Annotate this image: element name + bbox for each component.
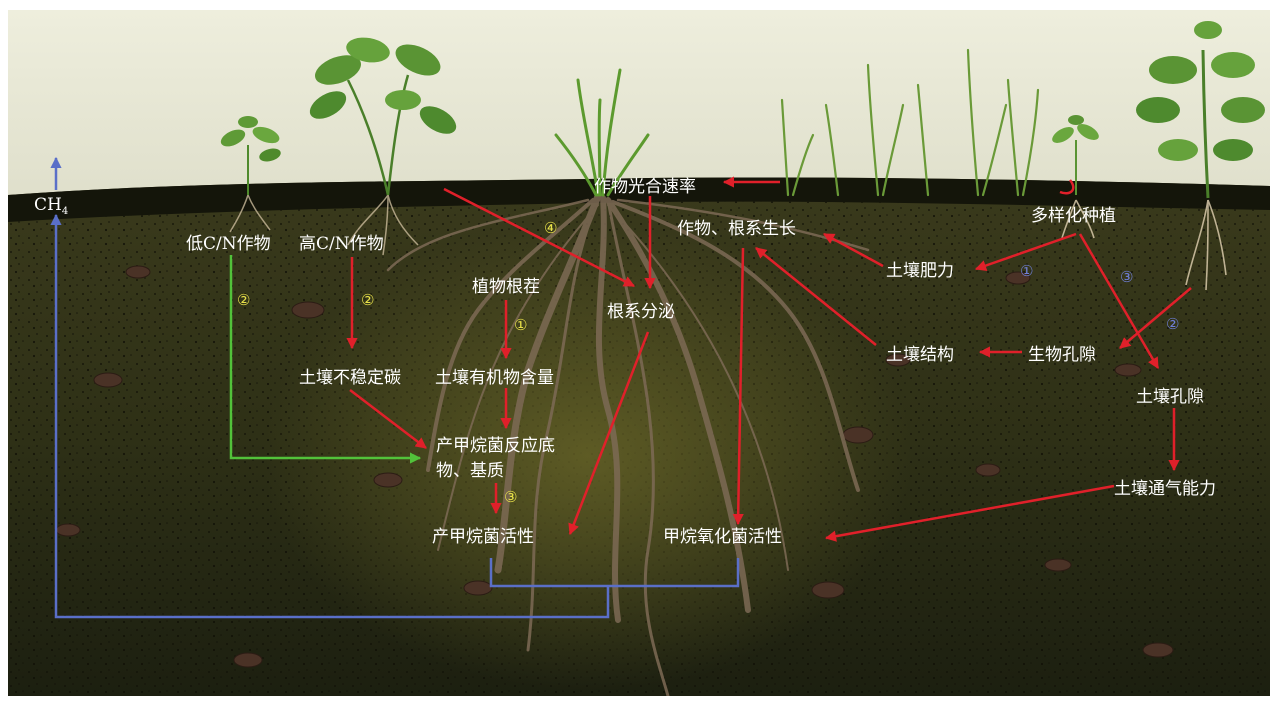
grass-clump (554, 68, 650, 197)
diversified-crop-plant (1052, 115, 1099, 195)
ch4-label: CH4 (34, 195, 68, 217)
soil-structure-label: 土壤结构 (886, 344, 954, 365)
diversified-planting-label: 多样化种植 (1031, 206, 1116, 226)
arrow-diversified-fertility (974, 232, 1077, 271)
step-marker-1-rhizome: ① (514, 316, 527, 334)
arrow-aeration-methanotroph (824, 484, 1115, 542)
left-plant-roots (229, 194, 419, 256)
methanogen-activity-label: 产甲烷菌活性 (432, 527, 534, 547)
arrow-diversified-curl (1059, 179, 1075, 195)
organic-matter-label: 土壤有机物含量 (435, 367, 554, 388)
arrow-unstable-substrate (349, 389, 427, 449)
low-cn-crop-plant (220, 116, 281, 195)
legume-plant (1136, 21, 1265, 199)
step-marker-4-exudate: ④ (544, 219, 557, 237)
low-cn-arrow (229, 255, 422, 464)
soil-fertility-label: 土壤肥力 (886, 260, 954, 281)
rhizome-label: 植物根茬 (472, 277, 540, 297)
soil-pore-label: 土壤孔隙 (1136, 386, 1204, 407)
low-cn-crop-label: 低C/N作物 (186, 234, 271, 254)
soil-methane-diagram: CH4 低C/N作物 高C/N作物 作物光合速率 作物、根系生长 多样化种植 植… (8, 10, 1270, 696)
ch4-feedback-path (50, 156, 740, 619)
arrow-exudate-methanogen (568, 331, 650, 536)
root-exudate-label: 根系分泌 (607, 302, 675, 322)
methanotroph-activity-label: 甲烷氧化菌活性 (663, 527, 782, 547)
arrow-structure-growth (755, 247, 877, 346)
arrow-fertility-growth (823, 232, 884, 268)
arrow-growth-methanotroph (732, 247, 745, 526)
seedlings-row (780, 48, 1040, 197)
step-marker-2-high: ② (361, 291, 374, 309)
step-marker-1-fertility: ① (1020, 262, 1033, 280)
arrow-plant-biopore (1119, 287, 1192, 349)
substrate-label-line2: 物、基质 (436, 461, 504, 481)
step-marker-2-low: ② (237, 291, 250, 309)
bio-pore-label: 生物孔隙 (1028, 345, 1096, 365)
right-plant-roots (1061, 199, 1227, 291)
central-root-system (386, 192, 870, 696)
root-zone-glow (228, 170, 948, 690)
high-cn-crop-plant (309, 37, 457, 196)
substrate-label-line1: 产甲烷菌反应底 (436, 436, 555, 456)
arrow-plant-exudate (443, 187, 636, 288)
crop-root-growth-label: 作物、根系生长 (677, 219, 796, 239)
step-marker-2-biopore: ② (1166, 315, 1179, 333)
photosynthesis-label: 作物光合速率 (594, 177, 696, 197)
red-arrows (346, 176, 1192, 542)
diagram-canvas: CH4 低C/N作物 高C/N作物 作物光合速率 作物、根系生长 多样化种植 植… (8, 10, 1270, 696)
arrow-diversified-soilpore (1078, 233, 1160, 369)
step-marker-3-substrate: ③ (504, 488, 517, 506)
high-cn-crop-label: 高C/N作物 (299, 234, 384, 254)
soil-aeration-label: 土壤通气能力 (1114, 478, 1216, 499)
step-marker-3-pore: ③ (1120, 268, 1133, 286)
unstable-carbon-label: 土壤不稳定碳 (299, 367, 401, 388)
